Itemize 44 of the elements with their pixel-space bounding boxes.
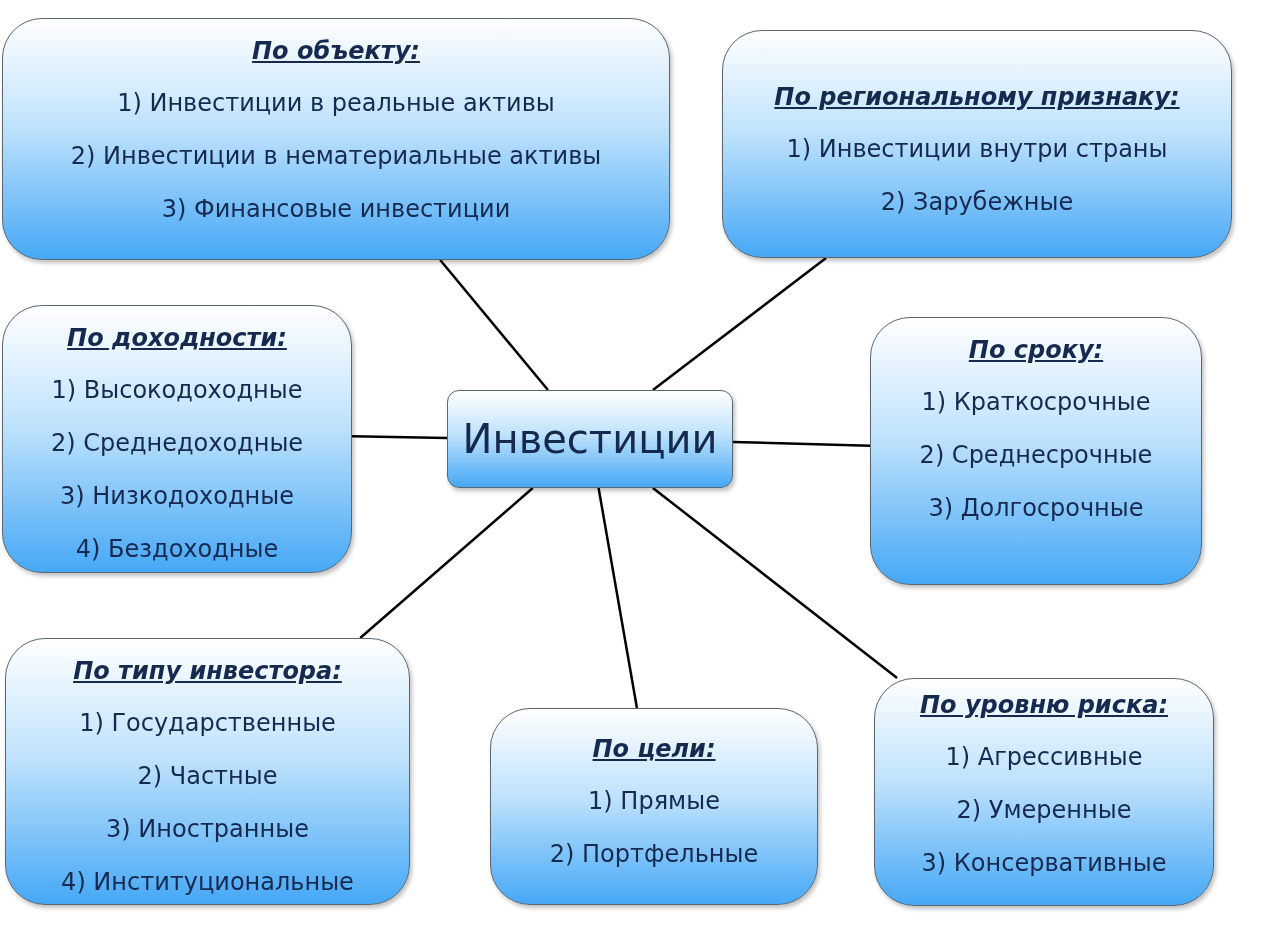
connector-line bbox=[359, 487, 534, 639]
list-item: 1) Прямые bbox=[588, 786, 720, 817]
category-box bbox=[490, 708, 818, 905]
category-box bbox=[722, 30, 1232, 258]
list-item: 1) Государственные bbox=[79, 708, 336, 739]
list-item: 3) Низкодоходные bbox=[60, 481, 294, 512]
category-box bbox=[5, 638, 410, 905]
list-item: 1) Инвестиции внутри страны bbox=[786, 134, 1168, 165]
category-heading: По цели: bbox=[592, 734, 716, 765]
list-item: 2) Умеренные bbox=[956, 795, 1132, 826]
category-heading: По объекту: bbox=[252, 36, 420, 67]
connector-line bbox=[597, 487, 639, 709]
connector-line bbox=[732, 440, 871, 447]
connector-line bbox=[652, 487, 898, 679]
list-item: 2) Среднесрочные bbox=[919, 440, 1153, 471]
list-item: 3) Консервативные bbox=[921, 848, 1167, 879]
category-heading: По региональному признаку: bbox=[774, 82, 1180, 113]
category-box bbox=[870, 317, 1202, 585]
category-heading: По доходности: bbox=[67, 323, 287, 354]
list-item: 2) Среднедоходные bbox=[50, 428, 304, 459]
list-item: 2) Частные bbox=[137, 761, 278, 792]
list-item: 3) Долгосрочные bbox=[928, 493, 1144, 524]
connector-line bbox=[652, 257, 827, 391]
list-item: 4) Бездоходные bbox=[75, 534, 279, 565]
list-item: 4) Институциональные bbox=[61, 867, 354, 898]
list-item: 1) Агрессивные bbox=[945, 742, 1143, 773]
list-item: 1) Инвестиции в реальные активы bbox=[117, 88, 555, 119]
topic-title: Инвестиции bbox=[462, 416, 718, 462]
category-box bbox=[874, 678, 1214, 906]
list-item: 1) Высокодоходные bbox=[51, 375, 303, 406]
category-box bbox=[2, 305, 352, 573]
category-box bbox=[2, 18, 670, 260]
list-item: 2) Инвестиции в нематериальные активы bbox=[70, 141, 602, 172]
connector-line bbox=[351, 435, 448, 440]
category-heading: По типу инвестора: bbox=[73, 656, 342, 687]
list-item: 1) Краткосрочные bbox=[921, 387, 1151, 418]
central-topic-box bbox=[447, 390, 733, 488]
connector-line bbox=[439, 259, 549, 391]
list-item: 3) Иностранные bbox=[106, 814, 309, 845]
category-heading: По сроку: bbox=[968, 335, 1104, 366]
list-item: 3) Финансовые инвестиции bbox=[161, 194, 511, 225]
list-item: 2) Портфельные bbox=[549, 839, 759, 870]
category-heading: По уровню риска: bbox=[920, 690, 1168, 721]
list-item: 2) Зарубежные bbox=[880, 187, 1074, 218]
